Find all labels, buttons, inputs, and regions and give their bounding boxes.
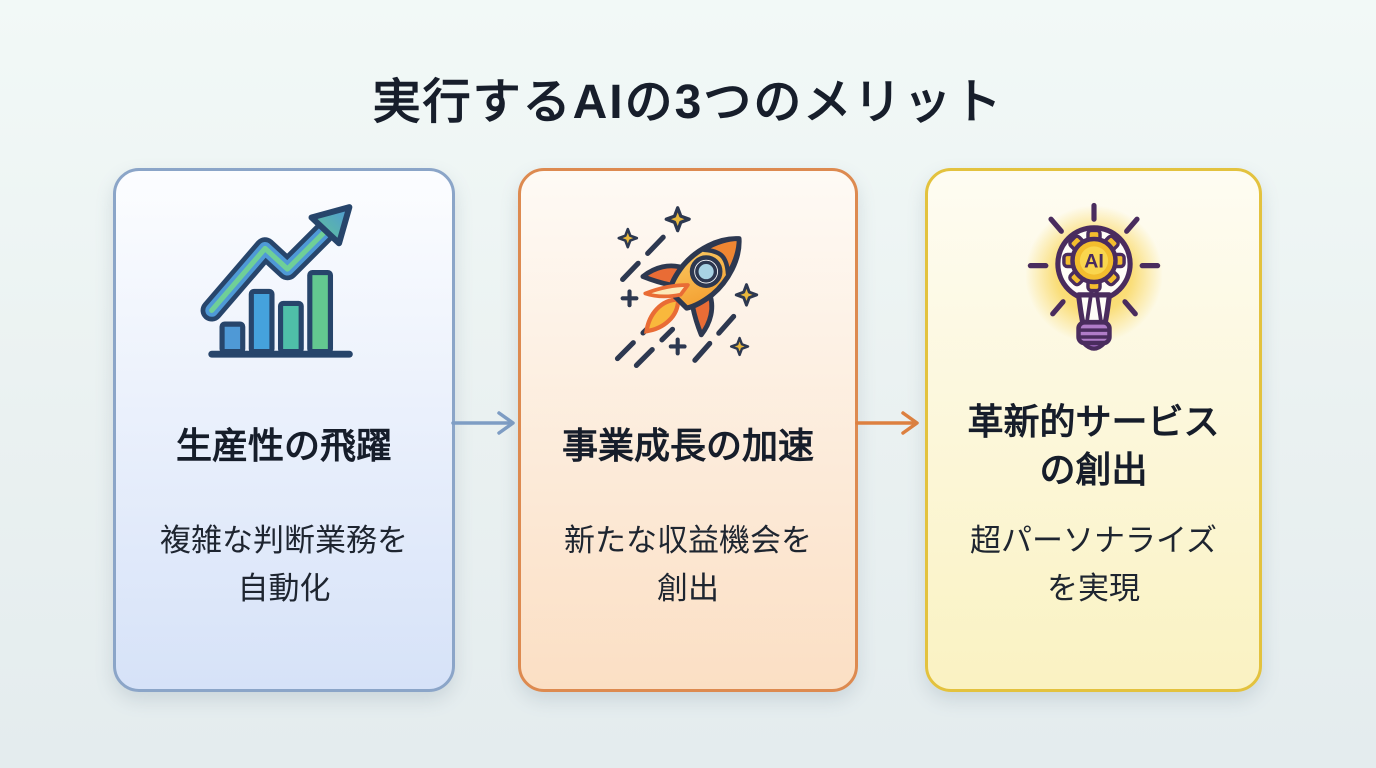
card-title-innovative-service: 革新的サービス の創出 (967, 401, 1220, 490)
card-body-business-growth: 新たな収益機会を 創出 (564, 523, 812, 606)
card-body-productivity: 複雑な判断業務を 自動化 (160, 523, 408, 606)
card-title-productivity: 生産性の飛躍 (175, 425, 392, 466)
card-body-innovative-service: 超パーソナライズ を実現 (969, 523, 1218, 606)
page-title: 実行するAIの3つのメリット (372, 76, 1004, 129)
arrow-productivity-to-growth (451, 411, 515, 435)
card-productivity: 生産性の飛躍 複雑な判断業務を 自動化 (113, 168, 455, 692)
growth-chart-icon (116, 199, 452, 377)
arrow-growth-to-innovation (855, 411, 919, 435)
rocket-icon (521, 199, 855, 377)
ai-gear-label: AI (1084, 251, 1104, 273)
card-innovative-service: AI 革新的サービス の創出 超パーソナライズ を実現 (925, 168, 1262, 692)
card-title-business-growth: 事業成長の加速 (561, 425, 814, 466)
card-business-growth: 事業成長の加速 新たな収益機会を 創出 (518, 168, 858, 692)
ai-lightbulb-icon: AI (928, 199, 1259, 377)
